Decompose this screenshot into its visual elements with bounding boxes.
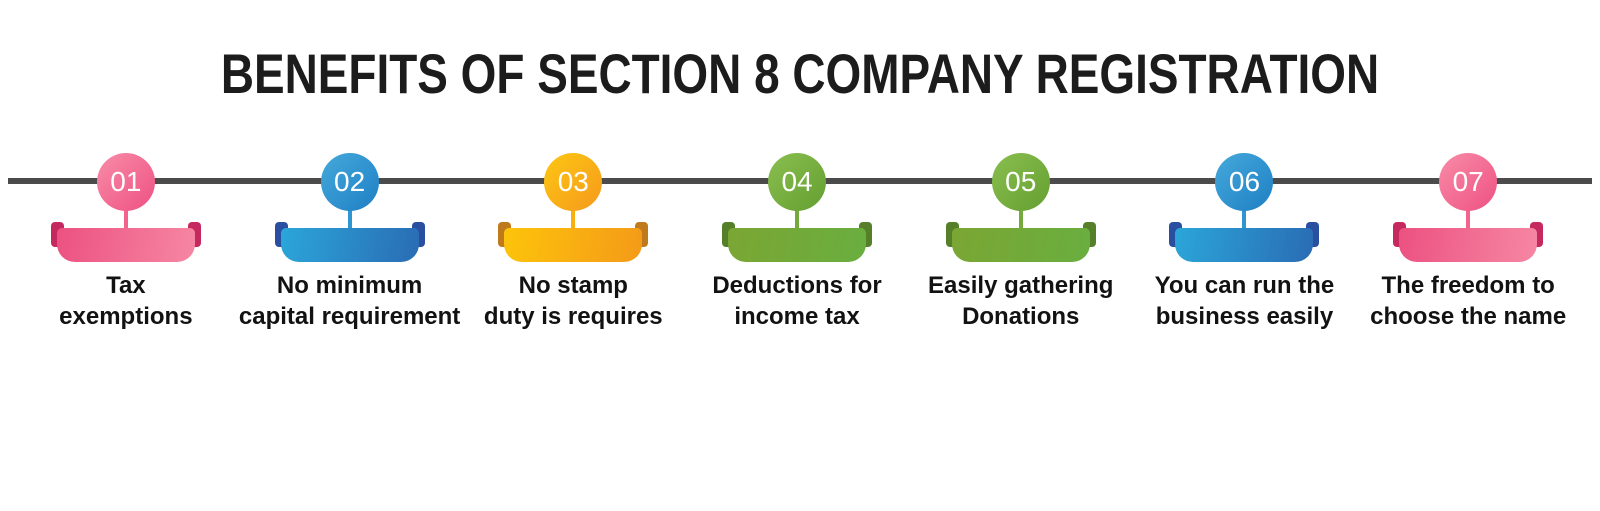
benefit-label: Tax exemptions — [59, 272, 193, 330]
ribbon-banner — [50, 222, 201, 262]
step-number: 02 — [334, 166, 366, 197]
step-number-badge: 03 — [544, 153, 603, 211]
ribbon-banner — [1393, 222, 1544, 262]
ribbon-banner — [945, 222, 1096, 262]
benefit-label: Deductions for income tax — [712, 272, 882, 330]
step-number: 04 — [781, 166, 813, 197]
ribbon-body — [504, 228, 643, 262]
ribbon-banner — [1169, 222, 1320, 262]
ribbon-body — [951, 228, 1090, 262]
timeline-item-1: 01 Tax exemptions — [14, 153, 238, 353]
benefit-label: You can run the business easily — [1154, 272, 1335, 330]
step-number: 07 — [1452, 166, 1484, 197]
timeline-item-7: 07 The freedom to choose the name — [1356, 153, 1580, 353]
benefit-label: No stamp duty is requires — [483, 272, 663, 330]
connector-stem — [1242, 209, 1247, 229]
connector-stem — [1466, 209, 1471, 229]
step-number: 06 — [1228, 166, 1261, 197]
ribbon-banner — [498, 222, 649, 262]
ribbon-body — [1399, 228, 1538, 262]
step-number: 05 — [1005, 166, 1037, 197]
ribbon-banner — [722, 222, 873, 262]
step-number-badge: 05 — [991, 153, 1050, 211]
benefit-label: No minimum capital requirement — [238, 272, 461, 330]
benefit-label: The freedom to choose the name — [1370, 272, 1567, 330]
step-number: 01 — [110, 166, 142, 197]
connector-stem — [571, 209, 576, 229]
timeline-item-2: 02 No minimum capital requirement — [238, 153, 462, 353]
benefit-label: Easily gathering Donations — [928, 272, 1114, 330]
connector-stem — [347, 209, 352, 229]
step-number: 03 — [557, 166, 589, 197]
step-number-badge: 01 — [96, 153, 155, 211]
step-number-badge: 07 — [1439, 153, 1498, 211]
timeline-item-4: 04 Deductions for income tax — [685, 153, 909, 353]
timeline-item-5: 05 Easily gathering Donations — [909, 153, 1133, 353]
timeline-item-3: 03 No stamp duty is requires — [461, 153, 685, 353]
ribbon-banner — [274, 222, 425, 262]
benefits-timeline: 01 Tax exemptions 02 No minimum capital … — [14, 153, 1580, 353]
step-number-badge: 06 — [1215, 153, 1274, 211]
connector-stem — [1018, 209, 1023, 229]
ribbon-body — [280, 228, 419, 262]
ribbon-body — [1175, 228, 1314, 262]
timeline-item-6: 06 You can run the business easily — [1133, 153, 1357, 353]
step-number-badge: 02 — [320, 153, 379, 211]
page-title: BENEFITS OF SECTION 8 COMPANY REGISTRATI… — [220, 42, 1380, 105]
ribbon-body — [728, 228, 867, 262]
ribbon-body — [56, 228, 195, 262]
step-number-badge: 04 — [768, 153, 827, 211]
connector-stem — [123, 209, 128, 229]
connector-stem — [795, 209, 800, 229]
